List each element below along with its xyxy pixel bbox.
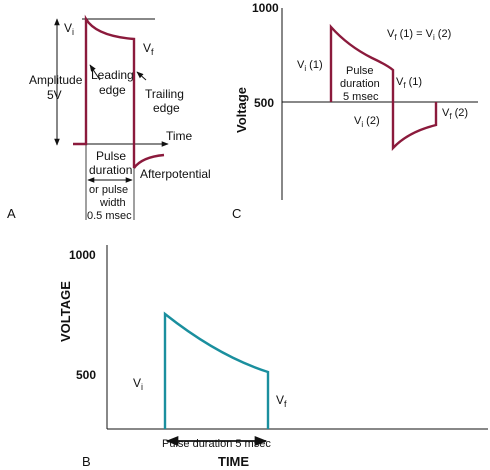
panel-a-vf-label: Vf — [143, 41, 154, 57]
panel-c-vf1-label: Vf (1) — [396, 76, 422, 90]
panel-b: 1000 500 VOLTAGE Vi Vf Pulse duration 5 … — [58, 245, 488, 469]
panel-b-duration-label: Pulse duration 5 msec — [162, 438, 271, 450]
panel-b-vi-label: Vi — [133, 376, 143, 392]
panel-a-trailing-label: Trailing — [145, 87, 184, 101]
panel-a-time-label: Time — [166, 129, 193, 143]
panel-c-tick-500: 500 — [254, 96, 274, 110]
panel-b-tick-500: 500 — [76, 368, 96, 382]
panel-c-pulse-label-1: Pulse — [346, 65, 374, 77]
panel-c-vi2-label: Vi (2) — [354, 115, 380, 129]
panel-a-afterpotential-label: Afterpotential — [140, 167, 211, 181]
panel-a-amplitude-value: 5V — [47, 88, 62, 102]
panel-b-x-label: TIME — [218, 454, 249, 469]
panel-c-biphasic-waveform — [329, 23, 438, 152]
panel-a-afterpotential-curve — [133, 153, 165, 169]
panel-c-tick-1000: 1000 — [252, 1, 279, 15]
panel-a-pulse-waveform — [73, 14, 136, 168]
panel-a-letter: A — [7, 206, 16, 221]
panel-a-leading-label: Leading — [91, 68, 134, 82]
panel-a-trailing-pointer — [136, 71, 147, 81]
panel-a-vi-label: Vi — [64, 21, 74, 37]
panel-c-y-label: Voltage — [234, 87, 249, 133]
panel-a-pulse-label-5: 0.5 msec — [87, 210, 132, 222]
panel-b-y-label: VOLTAGE — [58, 281, 73, 342]
panel-b-tick-1000: 1000 — [69, 248, 96, 262]
panel-a: Vi Vf Amplitude 5V Leading edge Trailing… — [7, 14, 211, 222]
panel-c-vf2-label: Vf (2) — [442, 107, 468, 121]
panel-a-leading-pointer — [89, 64, 101, 81]
panel-c: 1000 500 Voltage Vf (1) = Vi (2) Vi (1) … — [232, 1, 478, 221]
panel-a-pulse-label-3: or pulse — [89, 184, 128, 196]
panel-c-vi1-label: Vi (1) — [297, 59, 323, 73]
panel-c-letter: C — [232, 206, 241, 221]
panel-a-trailing-label-2: edge — [153, 101, 180, 115]
panel-a-pulse-label-2: duration — [89, 163, 132, 177]
panel-b-letter: B — [82, 454, 91, 469]
panel-a-amplitude-label: Amplitude — [29, 73, 83, 87]
panel-b-pulse-waveform — [163, 311, 270, 429]
panel-a-pulse-label-1: Pulse — [96, 149, 126, 163]
panel-b-vf-label: Vf — [276, 393, 287, 409]
panel-a-pulse-label-4: width — [99, 197, 126, 209]
panel-c-equation: Vf (1) = Vi (2) — [387, 28, 451, 42]
panel-c-pulse-label-2: duration — [340, 78, 380, 90]
panel-c-pulse-label-3: 5 msec — [343, 91, 379, 103]
panel-a-leading-label-2: edge — [99, 83, 126, 97]
